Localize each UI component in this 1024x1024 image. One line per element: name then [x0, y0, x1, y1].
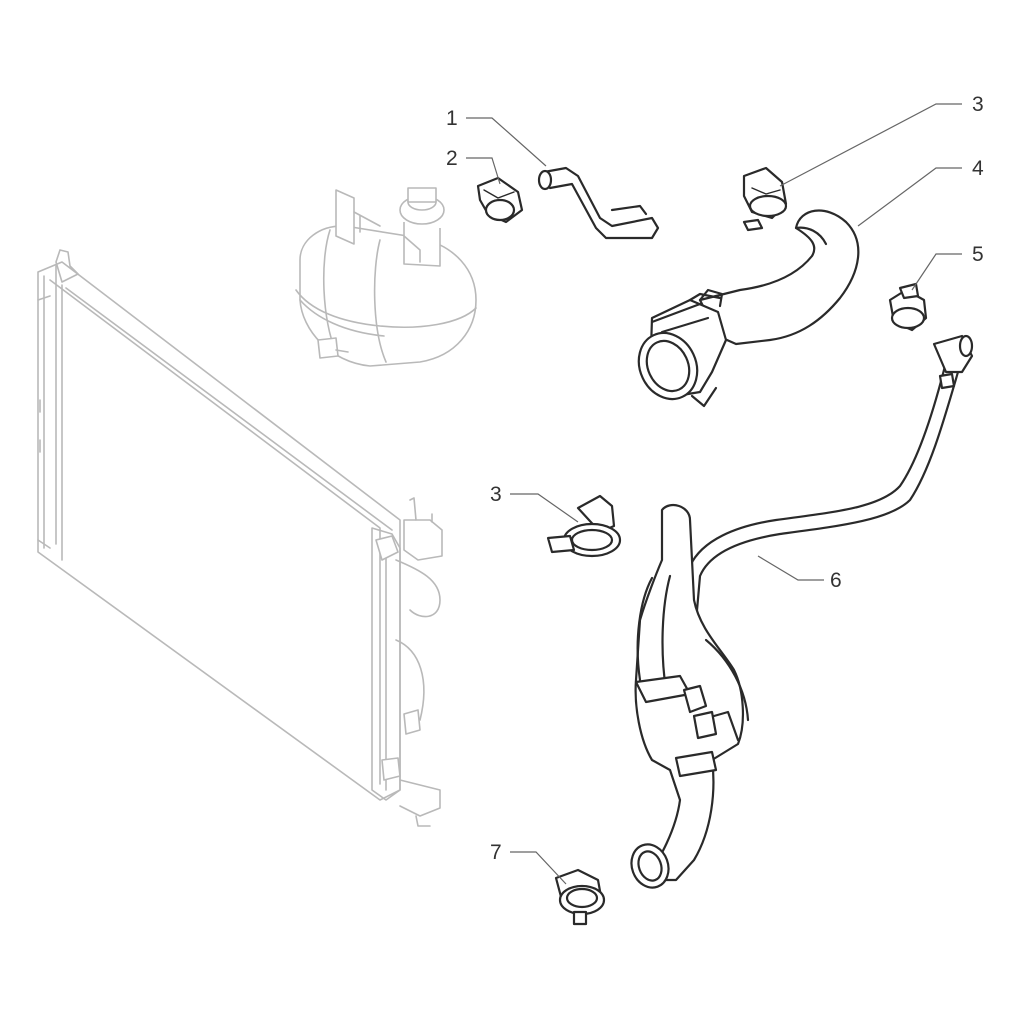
part-7-clamp: [554, 868, 606, 926]
callout-2: 2: [446, 147, 458, 170]
radiator-context: [37, 249, 443, 827]
part-2-clamp: [476, 176, 524, 224]
part-3-clamp-upper: [742, 166, 788, 232]
callout-1: 1: [446, 107, 458, 130]
part-6-lower-hose: [630, 334, 974, 889]
callout-5: 5: [972, 243, 984, 266]
callout-3-lower: 3: [490, 483, 502, 506]
callout-7: 7: [490, 841, 502, 864]
callout-3-upper: 3: [972, 93, 984, 116]
part-4-upper-hose: [637, 209, 860, 408]
callout-labels: 1 2 3 4 5 3 6 7: [446, 93, 984, 864]
part-5-clamp: [888, 282, 928, 332]
part-1-bypass-pipe: [537, 166, 660, 240]
callout-4: 4: [972, 157, 984, 180]
expansion-tank-context: [295, 187, 477, 367]
callout-6: 6: [830, 569, 842, 592]
leader-lines: [466, 103, 962, 885]
part-3-clamp-lower: [546, 494, 622, 558]
